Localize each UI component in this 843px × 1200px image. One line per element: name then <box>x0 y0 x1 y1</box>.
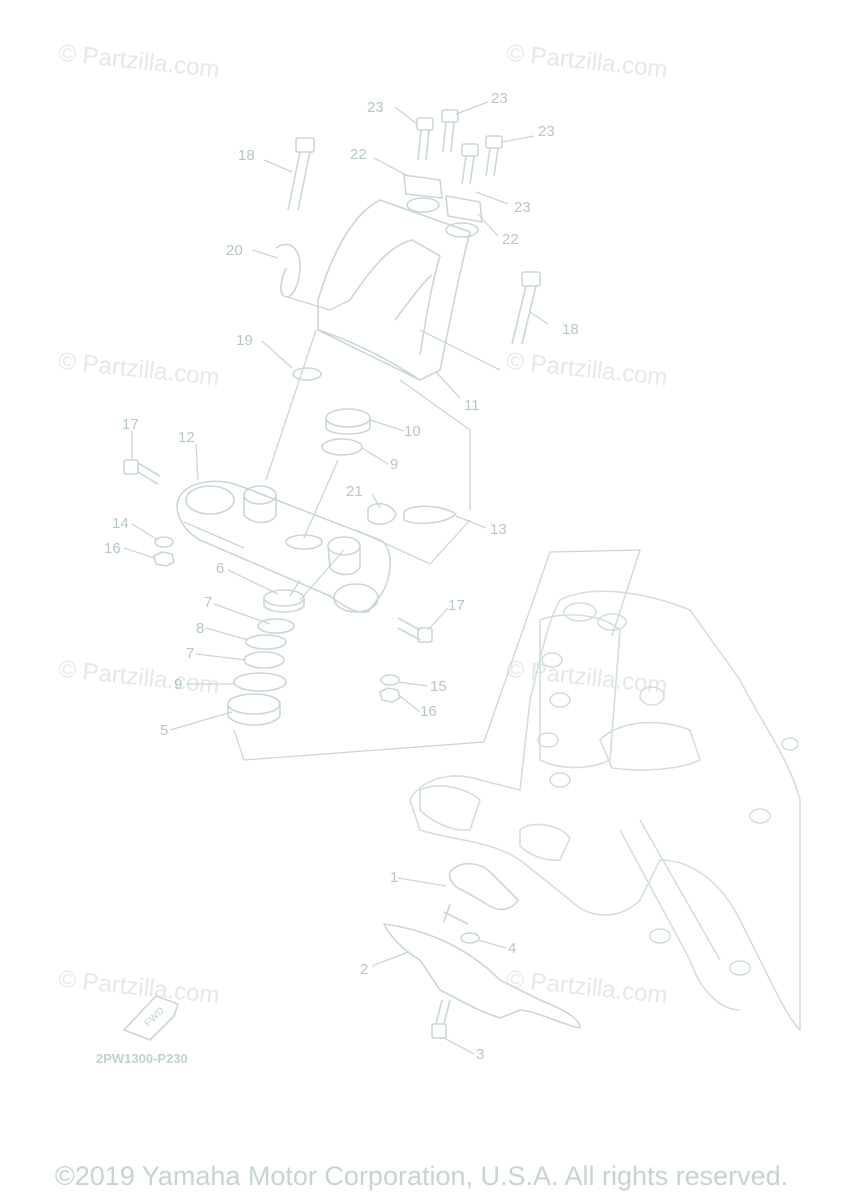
skid-plate <box>383 923 581 1029</box>
washer <box>321 438 363 456</box>
washer <box>380 674 400 686</box>
washer <box>154 536 174 548</box>
bolt <box>441 109 459 153</box>
callout-20: 20 <box>226 242 243 259</box>
callout-19: 19 <box>236 332 253 349</box>
callout-17: 17 <box>122 416 139 433</box>
long-bolt <box>511 271 541 345</box>
callout-7: 7 <box>204 594 212 611</box>
bolt <box>485 135 503 177</box>
callout-16: 16 <box>104 540 121 557</box>
callout-6: 6 <box>216 560 224 577</box>
washer <box>292 367 322 381</box>
callout-2: 2 <box>360 961 368 978</box>
callout-16: 16 <box>420 703 437 720</box>
copyright-notice: ©2019 Yamaha Motor Corporation, U.S.A. A… <box>54 1161 789 1191</box>
handlebar-holder <box>403 174 443 213</box>
long-bolt <box>287 137 315 211</box>
callout-10: 9 <box>390 456 398 473</box>
brake-hose-holder <box>403 505 457 525</box>
nut <box>153 551 175 567</box>
callout-23: 23 <box>367 99 384 116</box>
handlebar-holder <box>445 195 483 238</box>
callout-15: 14 <box>112 515 129 532</box>
callout-17: 17 <box>448 597 465 614</box>
cable-clamp <box>367 502 397 526</box>
cable-clip <box>275 243 301 298</box>
under-bracket <box>176 480 391 614</box>
bolt <box>443 903 469 925</box>
callout-22: 22 <box>502 231 519 248</box>
callout-14: 13 <box>490 521 507 538</box>
diagram-code: 2PW1300-P230 <box>96 1051 188 1066</box>
callout-22: 22 <box>350 146 367 163</box>
callout-11: 10 <box>404 423 421 440</box>
collar <box>460 932 480 944</box>
callout-9: 9 <box>174 676 182 693</box>
callout-13: 11 <box>464 397 480 414</box>
bearing-stack <box>227 589 305 726</box>
callout-23: 23 <box>491 90 508 107</box>
callout-8: 8 <box>196 620 204 637</box>
callout-5: 5 <box>160 722 168 739</box>
callout-18: 18 <box>238 147 255 164</box>
pinch-bolt <box>123 459 161 485</box>
nut <box>379 687 401 703</box>
fwd-arrow-icon: FWD <box>123 995 179 1041</box>
steering-nut <box>325 408 371 435</box>
pinch-bolt <box>397 617 433 643</box>
bolt <box>461 143 479 185</box>
callout-12: 12 <box>178 429 195 446</box>
frame <box>409 590 801 1031</box>
leader-lines <box>123 101 641 1055</box>
mount-bracket <box>448 862 519 911</box>
callout-3: 3 <box>476 1046 484 1063</box>
callout-15: 15 <box>430 678 447 695</box>
upper-bracket <box>317 199 471 381</box>
callout-23: 23 <box>514 199 531 216</box>
callout-labels: 23 23 23 23 18 22 22 20 18 19 11 10 9 17… <box>104 90 579 1063</box>
callout-23: 23 <box>538 123 555 140</box>
callout-1: 1 <box>390 869 398 886</box>
bolt <box>431 999 451 1039</box>
callout-18: 18 <box>562 321 579 338</box>
fwd-label: FWD <box>143 1005 167 1029</box>
callout-21: 21 <box>346 483 363 500</box>
callout-4: 4 <box>508 940 516 957</box>
callout-7: 7 <box>186 645 194 662</box>
bolt <box>416 117 434 161</box>
